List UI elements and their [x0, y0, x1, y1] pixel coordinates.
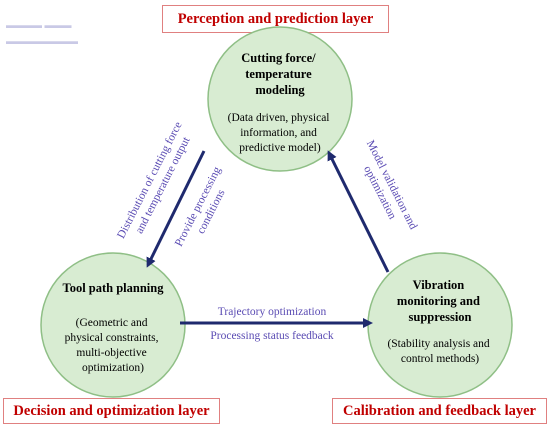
- faint-text: ▬▬▬▬▬▬▬▬: [6, 36, 78, 46]
- node-desc-tool-path: (Geometric and physical constraints, mul…: [65, 317, 162, 374]
- node-title-vibration: Vibration monitoring and suppression: [397, 278, 483, 324]
- node-circle-tool-path: [40, 252, 186, 398]
- node-desc-vibration: (Stability analysis and control methods): [387, 338, 492, 365]
- node-desc-cutting-force: (Data driven, physical information, and …: [228, 112, 333, 154]
- edge-label-trajectory: Trajectory optimization: [218, 306, 327, 318]
- arrow-cutting-to-toolpath: [146, 150, 206, 268]
- svg-text:Model validation and o: Model validation and optimization: [351, 138, 420, 240]
- node-circle-cutting-force: [207, 26, 353, 172]
- svg-text:Provide processing con: Provide processing conditions: [173, 162, 237, 255]
- faint-text: ▬▬▬▬ ▬▬▬: [6, 20, 72, 30]
- layer-label-decision: Decision and optimization layer: [3, 398, 220, 424]
- edge-label-status-feedback: Processing status feedback: [210, 330, 334, 342]
- layer-label-calibration: Calibration and feedback layer: [332, 398, 547, 424]
- arrow-vibration-to-cutting: [327, 150, 390, 273]
- edge-label-left-inner: Provide processing conditions: [173, 162, 237, 255]
- edge-label-right: Model validation and optimization: [351, 138, 420, 240]
- node-title-cutting-force: Cutting force/ temperature modeling: [241, 51, 319, 97]
- node-title-tool-path: Tool path planning: [63, 281, 165, 295]
- node-circle-vibration: [367, 252, 513, 398]
